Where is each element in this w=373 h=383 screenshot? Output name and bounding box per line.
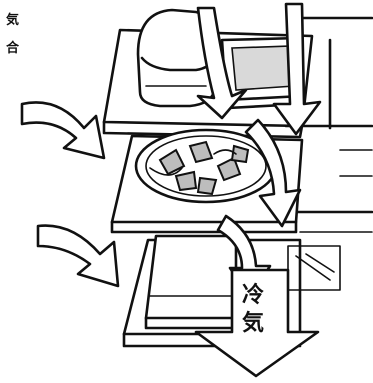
bottom-tray [146, 236, 236, 328]
cold-air-arrow-left-top [22, 102, 104, 158]
side-text-bottom: 合 [6, 40, 20, 56]
side-text-top: 気 [6, 12, 19, 28]
cold-air-arrow-left-mid [38, 226, 118, 286]
cold-air-label-bottom: 気 [242, 310, 264, 336]
cold-air-label-top: 冷 [242, 282, 264, 308]
